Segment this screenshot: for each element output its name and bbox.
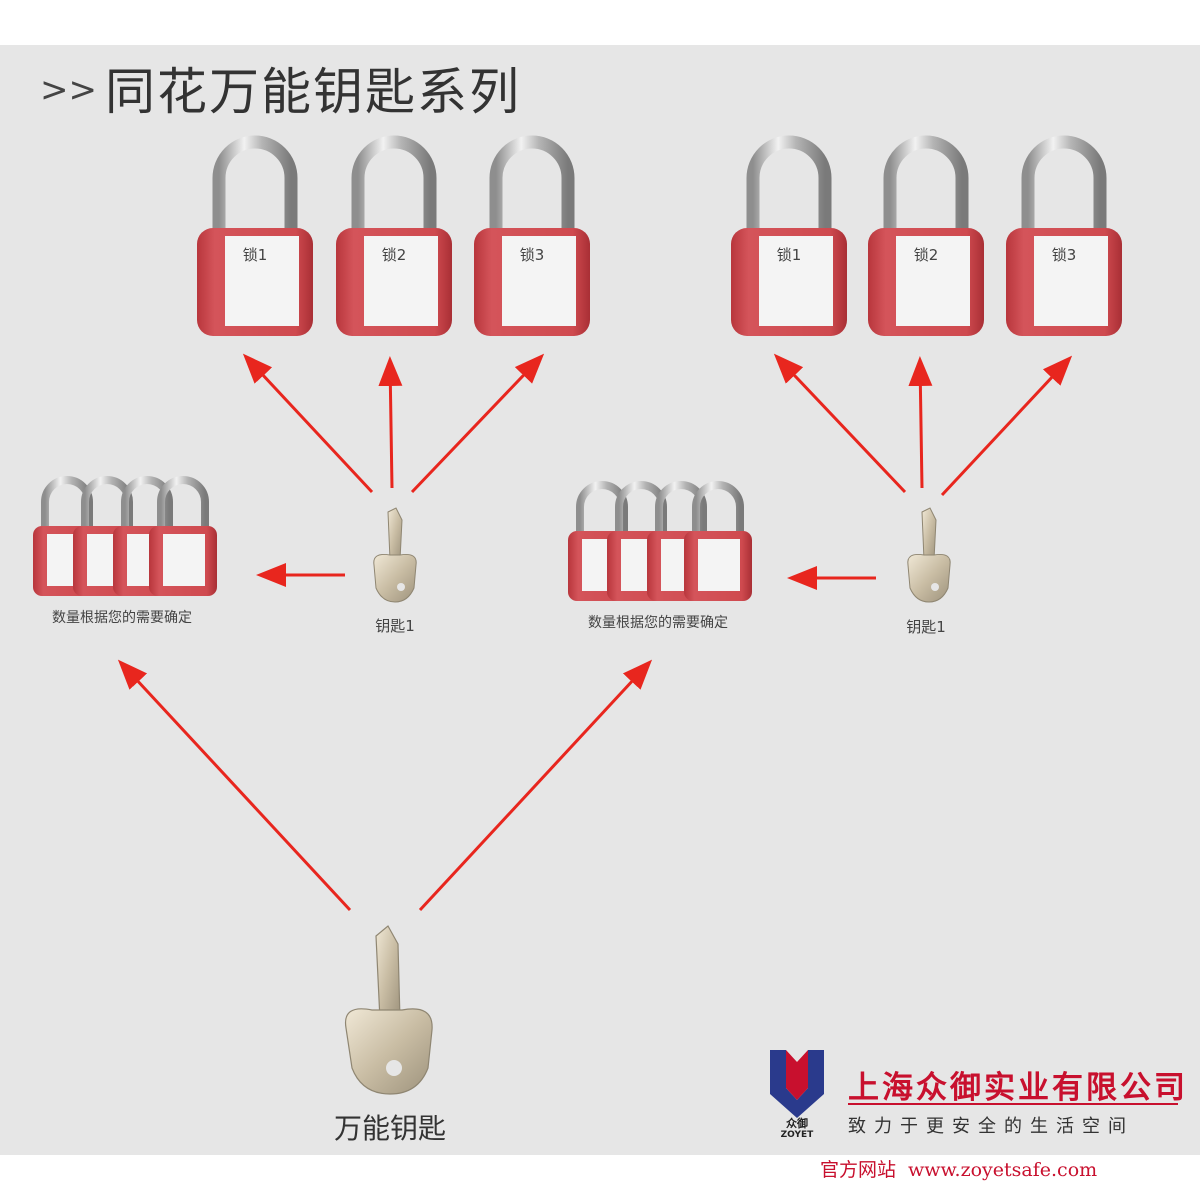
footer-bar [0, 1155, 1200, 1200]
key-left-label: 钥匙1 [375, 617, 415, 635]
lock-label: 锁3 [520, 246, 545, 264]
shackle [883, 135, 969, 244]
small-lock [149, 476, 217, 596]
lock-label-area [896, 236, 970, 326]
arrow-key2-to-lock2 [908, 356, 933, 489]
company-slogan: 致力于更安全的生活空间 [848, 1116, 1134, 1137]
lock-top-left-2: 锁2 [336, 135, 452, 336]
arrow-key1-to-lock2 [378, 356, 403, 489]
lock-label: 锁2 [914, 246, 939, 264]
group-caption-left: 数量根据您的需要确定 [52, 609, 192, 626]
website-label: 官方网站 [820, 1159, 897, 1181]
title-prefix: >> [40, 70, 97, 110]
arrow-key1-to-lock1 [242, 353, 374, 494]
key-right-label: 钥匙1 [906, 618, 946, 636]
lock-label-area [502, 236, 576, 326]
title-text: 同花万能钥匙系列 [104, 63, 521, 121]
lock-top-right-1: 锁1 [731, 135, 847, 336]
arrow-key2-to-lock1 [773, 353, 907, 494]
lock-label-area [225, 236, 299, 326]
lock-label: 锁1 [777, 246, 802, 264]
arrow-master-to-left [117, 659, 352, 912]
website[interactable]: 官方网站 www.zoyetsafe.com [820, 1155, 1097, 1182]
lock-top-right-2: 锁2 [868, 135, 984, 336]
small-lock [684, 481, 752, 601]
logo-text-cn: 众御 [786, 1116, 808, 1130]
arrow-master-to-right [418, 659, 653, 912]
website-url[interactable]: www.zoyetsafe.com [908, 1159, 1098, 1181]
company-name: 上海众御实业有限公司 [848, 1070, 1188, 1106]
page-title: >>同花万能钥匙系列 [40, 52, 521, 124]
lock-label: 锁2 [382, 246, 407, 264]
shackle [212, 135, 298, 244]
lock-label-area [364, 236, 438, 326]
lock-top-left-1: 锁1 [197, 135, 313, 336]
key-left-icon [373, 507, 417, 603]
shackle [489, 135, 575, 244]
company-divider [848, 1103, 1178, 1105]
master-key-label: 万能钥匙 [334, 1112, 446, 1145]
lock-group-left [33, 476, 217, 596]
lock-label: 锁1 [243, 246, 268, 264]
shackle [351, 135, 437, 244]
lock-label-area [759, 236, 833, 326]
key-right-icon [907, 507, 951, 603]
lock-label: 锁3 [1052, 246, 1077, 264]
lock-label-area [1034, 236, 1108, 326]
master-key-icon [344, 925, 433, 1095]
lock-top-right-3: 锁3 [1006, 135, 1122, 336]
shackle [1021, 135, 1107, 244]
lock-group-right [568, 481, 752, 601]
shackle [746, 135, 832, 244]
group-caption-right: 数量根据您的需要确定 [588, 614, 728, 631]
arrow-key2-to-lock3 [940, 355, 1073, 497]
arrow-key1-to-lock3 [410, 353, 545, 494]
arrows [117, 353, 1073, 912]
company-logo: 众御 ZOYET [770, 1050, 824, 1138]
lock-top-left-3: 锁3 [474, 135, 590, 336]
logo-text-en: ZOYET [781, 1130, 815, 1138]
